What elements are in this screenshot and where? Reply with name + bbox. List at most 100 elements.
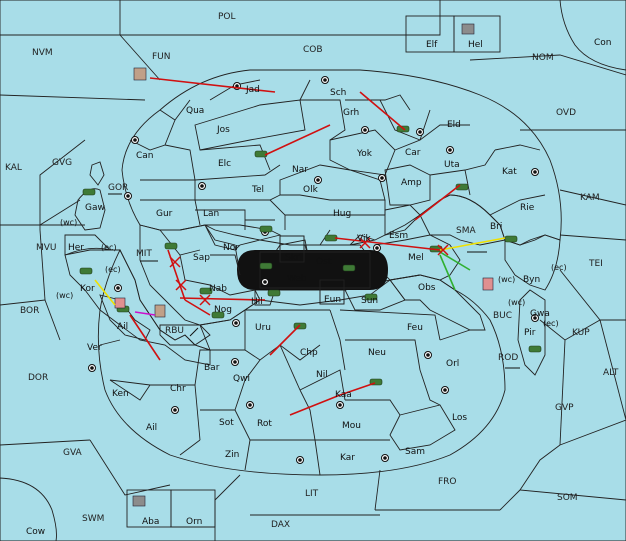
label-nil: Nil <box>316 370 328 380</box>
label-tel: Tel <box>251 185 264 195</box>
label-rot: Rot <box>257 419 272 429</box>
red-internal-borders <box>99 309 471 476</box>
label-bar: Bar <box>204 363 220 373</box>
label-hug: Hug <box>333 209 351 219</box>
label-sun: Sun <box>361 296 378 306</box>
gor-rock <box>89 161 105 186</box>
label-kup: KUP <box>572 328 590 338</box>
label-dor: DOR <box>28 373 48 383</box>
label-ost: Ost <box>316 257 332 267</box>
label-qua: Qua <box>186 106 204 116</box>
label-ail: Ail <box>117 322 128 332</box>
label-mvu: MVU <box>36 243 57 253</box>
territory-pir[interactable] <box>517 289 546 376</box>
green-internal-borders <box>129 79 546 296</box>
territory-eun-over <box>319 279 345 305</box>
label-sap: Sap <box>193 253 210 263</box>
region-west-green <box>139 224 261 326</box>
territory-amp[interactable] <box>384 164 431 206</box>
label-hel: Hel <box>468 40 483 50</box>
territory-esm[interactable] <box>384 204 421 236</box>
label-wc4: (wc) <box>508 298 525 307</box>
label-dax: DAX <box>271 520 290 530</box>
orders <box>94 77 506 416</box>
label-ec3: (ec) <box>105 265 121 274</box>
label-olk: Olk <box>303 185 319 195</box>
label-wc3: (wc) <box>56 291 73 300</box>
label-kaa: Kaa <box>335 390 352 400</box>
label-orl: Orl <box>446 359 459 369</box>
label-uta: Uta <box>444 160 460 170</box>
label-lit: LIT <box>305 489 319 499</box>
label-gaw: Gaw <box>85 203 105 213</box>
label-mel: Mel <box>408 253 424 263</box>
center-lake <box>237 250 388 290</box>
label-gor: GOR <box>108 183 128 193</box>
territory-con[interactable] <box>559 0 626 71</box>
territory-her[interactable] <box>64 234 112 256</box>
label-kor: Kor <box>80 284 95 294</box>
label-ec1: (ec) <box>101 243 117 252</box>
canal-arrows <box>108 193 520 369</box>
label-elc: Elc <box>218 159 231 169</box>
center-gray-inner <box>259 251 371 289</box>
label-her: Her <box>68 243 84 253</box>
label-nom: NOM <box>532 53 554 63</box>
label-nab: Nab <box>209 284 227 294</box>
label-jos: Jos <box>216 125 230 135</box>
label-wc2: (wc) <box>498 275 515 284</box>
territory-byn[interactable] <box>504 234 561 291</box>
territory-gaw[interactable] <box>74 188 106 231</box>
label-fun: FUN <box>152 52 171 62</box>
label-pir: Pir <box>524 328 536 338</box>
label-sam: Sam <box>405 447 425 457</box>
label-yok: Yok <box>356 149 373 159</box>
label-amp: Amp <box>401 178 422 188</box>
label-kal: KAL <box>5 163 22 173</box>
label-tei: TEI <box>588 259 603 269</box>
label-ec4: (ec) <box>543 319 559 328</box>
label-chr: Chr <box>170 384 186 394</box>
label-sma: SMA <box>456 226 476 236</box>
label-uru: Uru <box>255 323 271 333</box>
label-gwa: Gwa <box>530 309 550 319</box>
label-gur: Gur <box>156 209 173 219</box>
label-gvg: GVG <box>52 158 72 168</box>
label-bor: BOR <box>20 306 39 316</box>
label-gvp: GVP <box>555 403 574 413</box>
label-cow: Cow <box>26 527 45 537</box>
label-web: Web <box>287 274 307 284</box>
label-kar: Kar <box>340 453 355 463</box>
sea-sma[interactable] <box>419 194 506 246</box>
label-jad: Jad <box>245 85 260 95</box>
label-mou: Mou <box>342 421 361 431</box>
label-rie: Rie <box>520 203 535 213</box>
label-grh: Grh <box>343 108 359 118</box>
sea-rbu[interactable] <box>159 324 211 346</box>
label-chp: Chp <box>300 348 318 358</box>
territory-skr-over <box>279 235 305 263</box>
label-feu: Feu <box>407 323 423 333</box>
label-ovd: OVD <box>556 108 576 118</box>
fleet-icon <box>114 23 494 507</box>
label-neu: Neu <box>368 348 386 358</box>
label-swm: SWM <box>82 514 104 524</box>
label-alt: ALT <box>603 368 619 378</box>
label-ail-south: Ail <box>146 423 157 433</box>
label-eun: Eun <box>324 295 341 305</box>
territory-cow[interactable] <box>0 477 57 541</box>
territory-yok[interactable] <box>329 129 396 176</box>
label-wc1: (wc) <box>60 218 77 227</box>
label-lan: Lan <box>203 209 219 219</box>
label-rod: ROD <box>498 353 518 363</box>
label-esm: Esm <box>389 231 408 241</box>
label-rbu: RBU <box>165 326 184 336</box>
label-obs: Obs <box>418 283 436 293</box>
label-bri: Bri <box>490 222 502 232</box>
label-zin: Zin <box>225 450 239 460</box>
label-fro: FRO <box>438 477 457 487</box>
label-nar: Nar <box>292 165 308 175</box>
